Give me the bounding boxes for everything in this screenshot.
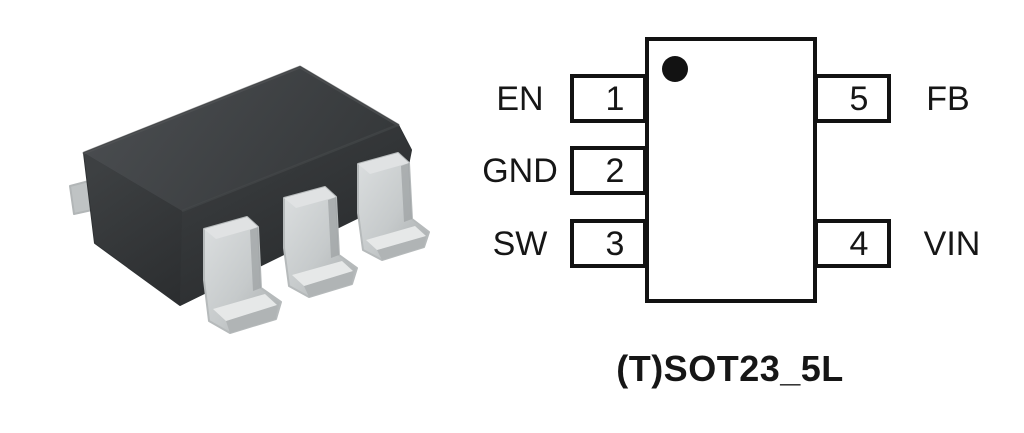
pin-name-en: EN	[496, 79, 544, 118]
pin-name-sw: SW	[492, 224, 548, 263]
pin-box-2: 2	[570, 146, 647, 195]
sot23-5-3d-illustration	[69, 65, 430, 334]
pin-box-5: 5	[814, 74, 891, 123]
pin-name-fb: FB	[926, 79, 970, 118]
package-photo	[0, 0, 460, 433]
pin-name-gnd: GND	[482, 151, 558, 190]
pin-box-3: 3	[570, 219, 647, 268]
chip-body-left-face	[84, 153, 182, 305]
chip-lead-3	[357, 152, 430, 261]
pin1-indicator-dot	[662, 56, 688, 82]
pin-name-vin: VIN	[923, 224, 981, 263]
pin-box-1: 1	[570, 74, 647, 123]
chip-lead-1	[203, 216, 282, 334]
chip-body-top-face	[84, 67, 398, 211]
package-caption: (T)SOT23_5L	[616, 348, 844, 389]
pin-box-4: 4	[814, 219, 891, 268]
chip-lead-2	[283, 186, 358, 298]
